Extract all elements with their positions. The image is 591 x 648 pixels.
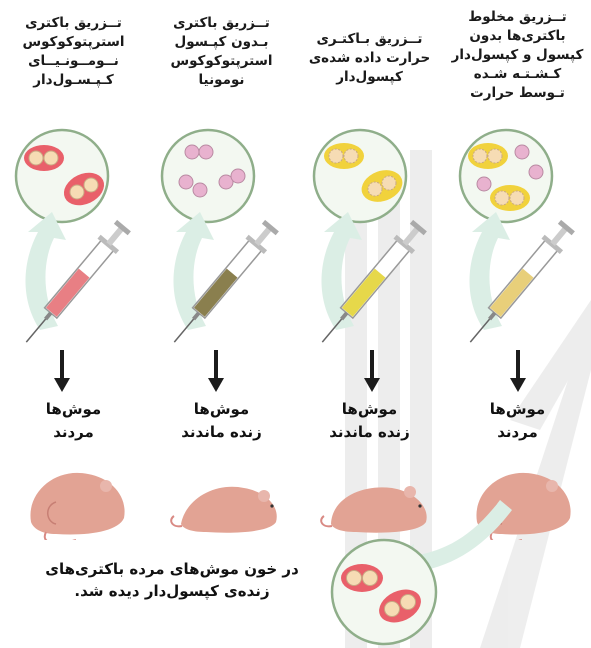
conclusion-line: زنده‌ی کپسول‌دار دیده شد. (22, 580, 322, 602)
capsulated-bacteria-pair (341, 564, 383, 592)
outcome-line: موش‌ها (296, 398, 443, 421)
result-illustration (0, 440, 591, 648)
down-arrow-icon (54, 350, 70, 392)
capsulated-bacteria-pair (24, 145, 64, 171)
conclusion-line: در خون موش‌های مرده باکتری‌های (22, 558, 322, 580)
experiment-outcome: موش‌ها مردند (0, 398, 147, 444)
down-arrow-icon (364, 350, 380, 392)
down-arrow-icon (208, 350, 224, 392)
outcome-line: موش‌ها (0, 398, 147, 421)
experiment-outcome: موش‌ها زنده ماندند (148, 398, 295, 444)
conclusion-text: در خون موش‌های مرده باکتری‌های زنده‌ی کپ… (22, 558, 322, 602)
down-arrow-icon (510, 350, 526, 392)
blood-sample-dish (332, 540, 436, 644)
outcome-line: موش‌ها (148, 398, 295, 421)
experiment-outcome: موش‌ها زنده ماندند (296, 398, 443, 444)
outcome-line: موش‌ها (444, 398, 591, 421)
experiment-outcome: موش‌ها مردند (444, 398, 591, 444)
